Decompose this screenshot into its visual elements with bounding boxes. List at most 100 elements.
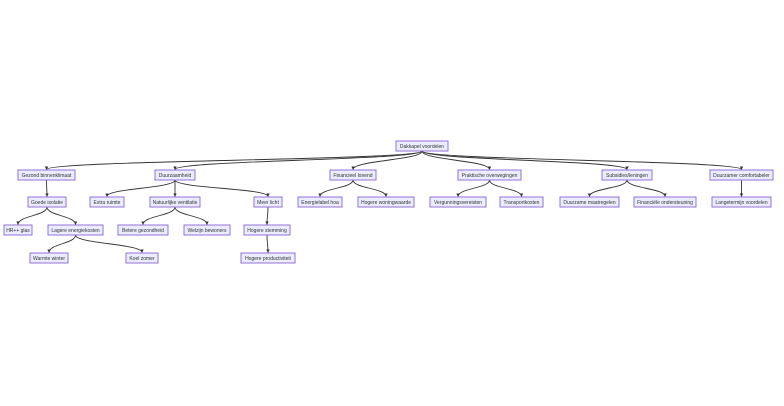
node-praktisch: Praktische overwegingen (457, 169, 522, 181)
node-box (357, 196, 415, 208)
edge-root-to-duurzaam (173, 150, 423, 170)
edge-duurzaam-to-licht (174, 179, 270, 197)
node-energiekosten: Lagere energiekosten (47, 224, 104, 236)
node-label: Praktische overwegingen (462, 173, 518, 179)
node-bewoners: Welzijn bewoners (183, 224, 231, 236)
node-box (329, 169, 377, 181)
edge-stemming-to-productiviteit (266, 234, 270, 253)
node-label: Financiële ondersteuning (637, 200, 693, 206)
edge-isolatie-to-energiekosten (46, 206, 78, 225)
node-stemming: Hogere stemming (243, 224, 291, 236)
edge-financieel-to-woningwaarde (352, 179, 388, 197)
node-gezond: Gezond binnenklimaat (17, 169, 76, 181)
edge-energiekosten-to-zomer (75, 234, 144, 253)
edge-praktisch-to-transport (489, 179, 524, 197)
node-label: Hogere productiviteit (245, 256, 291, 262)
node-label: Koel zomer (129, 256, 155, 262)
node-maatregelen: Duurzame maatregelen (559, 196, 620, 208)
node-box (47, 224, 104, 236)
node-box (3, 224, 33, 236)
edge-ventilatie-to-bewoners (174, 206, 209, 225)
node-hrglas: HR++ glas (3, 224, 33, 236)
node-label: Transportkosten (504, 200, 540, 206)
node-licht: Meer licht (253, 196, 283, 208)
node-label: Vergunningsvereisten (434, 200, 482, 206)
node-label: Natuurlijke ventilatie (153, 200, 198, 206)
node-label: Lagere energiekosten (51, 228, 100, 234)
node-comfort: Duurzamer comfortabeler (709, 169, 774, 181)
edge-root-to-gezond (44, 150, 423, 170)
node-financiering: Financiële ondersteuning (633, 196, 697, 208)
node-label: Duurzaamheid (159, 173, 192, 179)
node-label: Subsidies/leningen (606, 173, 648, 179)
node-label: Hogere woningwaarde (361, 200, 411, 206)
node-label: Dakkapel voordelen (400, 144, 444, 150)
node-label: Langetermijn voordelen (715, 200, 767, 206)
node-zomer: Koel zomer (125, 252, 159, 264)
node-transport: Transportkosten (499, 196, 544, 208)
node-box (17, 169, 76, 181)
node-box (429, 196, 487, 208)
node-label: Financieel lonend (333, 173, 372, 179)
edge-root-to-praktisch (421, 150, 492, 170)
node-subsidies: Subsidies/leningen (601, 169, 653, 181)
node-energielabel: Energielabel hoa (297, 196, 343, 208)
node-isolatie: Goede isolatie (27, 196, 67, 208)
node-box (253, 196, 283, 208)
node-box (27, 196, 67, 208)
node-label: Betere gezondheid (122, 228, 164, 234)
node-label: Extra ruimte (94, 200, 121, 206)
node-label: Duurzame maatregelen (563, 200, 615, 206)
node-box (601, 169, 653, 181)
node-box (240, 252, 296, 264)
node-box (297, 196, 343, 208)
node-label: Duurzamer comfortabeler (713, 173, 770, 179)
node-box (149, 196, 201, 208)
node-box (711, 196, 772, 208)
node-productiviteit: Hogere productiviteit (240, 252, 296, 264)
edge-subsidies-to-financiering (626, 179, 667, 197)
node-root: Dakkapel voordelen (395, 140, 449, 152)
node-winter: Warmte winter (29, 252, 69, 264)
edge-licht-to-stemming (265, 206, 269, 225)
node-box (709, 169, 774, 181)
node-label: Energielabel hoa (301, 200, 339, 206)
node-label: Hogere stemming (247, 228, 287, 234)
node-label: Gezond binnenklimaat (22, 173, 72, 179)
node-label: Meer licht (257, 200, 279, 206)
node-label: HR++ glas (6, 228, 30, 234)
node-ventilatie: Natuurlijke ventilatie (149, 196, 201, 208)
edge-duurzaam-to-ruimte (105, 179, 176, 197)
edge-subsidies-to-maatregelen (587, 179, 628, 197)
node-box (243, 224, 291, 236)
edge-ventilatie-to-gezondheid (141, 206, 176, 225)
node-langetermijn: Langetermijn voordelen (711, 196, 772, 208)
edges (16, 150, 744, 253)
edge-gezond-to-isolatie (45, 179, 49, 197)
node-vergunning: Vergunningsvereisten (429, 196, 487, 208)
node-box (125, 252, 159, 264)
edge-root-to-subsidies (421, 150, 629, 170)
node-box (89, 196, 125, 208)
edge-financieel-to-energielabel (318, 179, 354, 197)
node-box (499, 196, 544, 208)
node-box (559, 196, 620, 208)
edge-root-to-financieel (351, 150, 423, 170)
edge-root-to-comfort (421, 150, 744, 170)
node-box (395, 140, 449, 152)
node-duurzaam: Duurzaamheid (154, 169, 196, 181)
node-box (633, 196, 697, 208)
edge-energiekosten-to-winter (47, 234, 76, 253)
node-label: Welzijn bewoners (187, 228, 227, 234)
node-ruimte: Extra ruimte (89, 196, 125, 208)
node-box (154, 169, 196, 181)
node-box (29, 252, 69, 264)
node-label: Warmte winter (33, 256, 65, 262)
edge-praktisch-to-vergunning (456, 179, 490, 197)
node-financieel: Financieel lonend (329, 169, 377, 181)
node-gezondheid: Betere gezondheid (117, 224, 169, 236)
edge-isolatie-to-hrglas (16, 206, 48, 225)
node-box (117, 224, 169, 236)
